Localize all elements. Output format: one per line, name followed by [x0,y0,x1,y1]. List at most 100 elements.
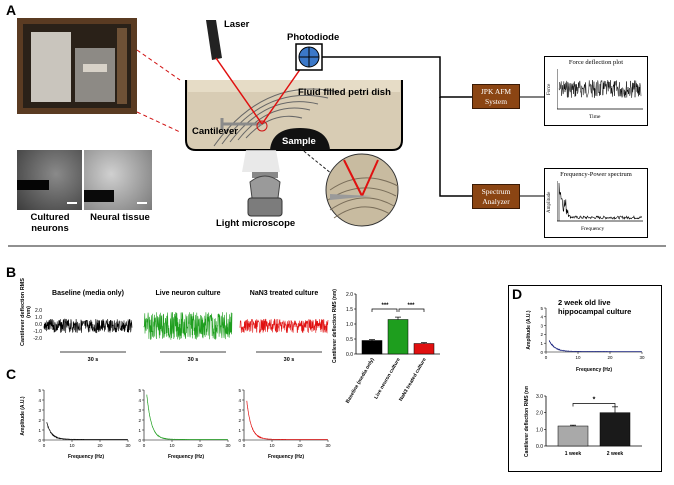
y-tick-label: 4 [238,398,241,403]
trace-ytick: 2.0 [35,308,42,314]
y-tick-label: 0 [138,438,141,443]
cantilever-label: Cantilever [192,126,238,137]
spectrum-line [146,394,228,440]
trace-panel-1: Baseline (media only) 30 s2.01.00.0-1.0-2… [40,288,136,368]
significance-bracket [398,308,425,312]
y-axis-label: Amplitude (A.U.) [20,396,26,435]
spectrum-line [46,422,128,441]
x-axis-label: Frequency (Hz) [168,454,204,460]
photodiode-label: Photodiode [287,32,340,43]
x-tick-label: 0 [243,443,246,448]
x-tick-label: 30 [225,443,231,448]
frequency-power-plot: Frequency-Power spectrum Amplitude Frequ… [544,168,648,238]
trace-ytick: 1.0 [35,315,42,321]
force-plot-title: Force deflection plot [568,59,624,66]
bar [557,425,589,447]
bar [361,340,383,355]
panel-d-title: 2 week old live hippocampal culture [558,298,632,316]
panel-d-frame [508,285,662,472]
significance-bracket [572,403,616,407]
y-tick-label: 5 [138,388,141,393]
x-tick-label: 30 [325,443,331,448]
neural-tissue-image [84,150,152,210]
category-label: 2 week [607,451,624,457]
x-tick-label: 20 [197,443,203,448]
x-tick-label: 20 [97,443,103,448]
y-tick-label: 4 [540,315,543,320]
x-tick-label: 20 [607,355,613,360]
fluid-surface [188,80,400,92]
force-plot-ylabel: Force [547,83,552,95]
significance-marker: *** [381,303,389,309]
trace-svg: 30 s2.01.00.0-1.0-2.0 [40,310,133,363]
x-tick-label: 0 [43,443,46,448]
trace-panel-2: Live neuron culture 30 s [140,288,236,368]
bar [599,412,631,447]
x-tick-label: 10 [269,443,275,448]
jpk-afm-box: JPK AFM System [472,84,520,109]
trace-title: Live neuron culture [155,290,221,297]
y-tick-label: 1 [138,428,141,433]
category-label: Live neuron culture [373,357,402,400]
microscope-setup-photo [17,18,137,114]
y-tick-label: 5 [38,388,41,393]
y-tick-label: 1 [238,428,241,433]
trace-line [239,318,329,334]
time-scale-label: 30 s [88,357,99,363]
laser-body [206,20,222,60]
y-tick-label: 4 [138,398,141,403]
spectrum-line [246,400,328,440]
x-tick-label: 10 [575,355,581,360]
trace-line [43,318,133,334]
freq-plot-svg [557,181,643,222]
fluid-label: Fluid filled petri dish [298,87,391,98]
force-deflection-plot: Force deflection plot Force Time [544,56,648,126]
freq-plot-ylabel: Amplitude [547,191,552,213]
trace-title: NaN3 treated culture [249,290,319,297]
spectrum-analyzer-box: Spectrum Analyzer [472,184,520,209]
x-tick-label: 30 [125,443,131,448]
significance-marker: *** [407,303,415,309]
x-tick-label: 20 [297,443,303,448]
spectrum-line [548,340,642,352]
y-tick-label: 0 [38,438,41,443]
y-axis-label: Amplitude (A.U.) [526,310,532,349]
x-tick-label: 30 [639,355,645,360]
category-label: Baseline (media only) [345,357,376,405]
y-tick-label: 3 [540,323,543,328]
bar [413,343,435,355]
trace-svg: 30 s [239,318,329,363]
trace-line [143,312,233,340]
y-tick-label: 2 [138,418,141,423]
y-tick-label: 2 [38,418,41,423]
y-tick-label: 0.0 [346,352,353,358]
force-plot-xlabel: Time [589,114,601,120]
y-tick-label: 2.0 [536,411,543,417]
laser-label: Laser [224,19,250,30]
y-tick-label: 0.5 [346,337,353,343]
vibration-arcs [213,88,339,147]
force-plot-svg [557,69,643,110]
trace-svg: 30 s [143,312,233,363]
laser-beam-in [215,57,263,125]
y-tick-label: 5 [238,388,241,393]
light-beam [242,150,280,172]
y-tick-label: 3.0 [536,394,543,400]
panel-label-d: D [512,286,523,302]
trace-title: Baseline (media only) [52,290,124,297]
x-axis-label: Frequency (Hz) [268,454,304,460]
bar-ylabel: Cantilever deflection RMS (nm) [524,386,530,457]
time-scale-label: 30 s [188,357,199,363]
y-tick-label: 1.0 [536,427,543,433]
y-tick-label: 1.5 [346,307,353,313]
trace-ytick: 0.0 [35,322,42,328]
y-tick-label: 0 [238,438,241,443]
x-axis-label: Frequency (Hz) [576,367,612,373]
freq-plot-xlabel: Frequency [581,226,605,232]
